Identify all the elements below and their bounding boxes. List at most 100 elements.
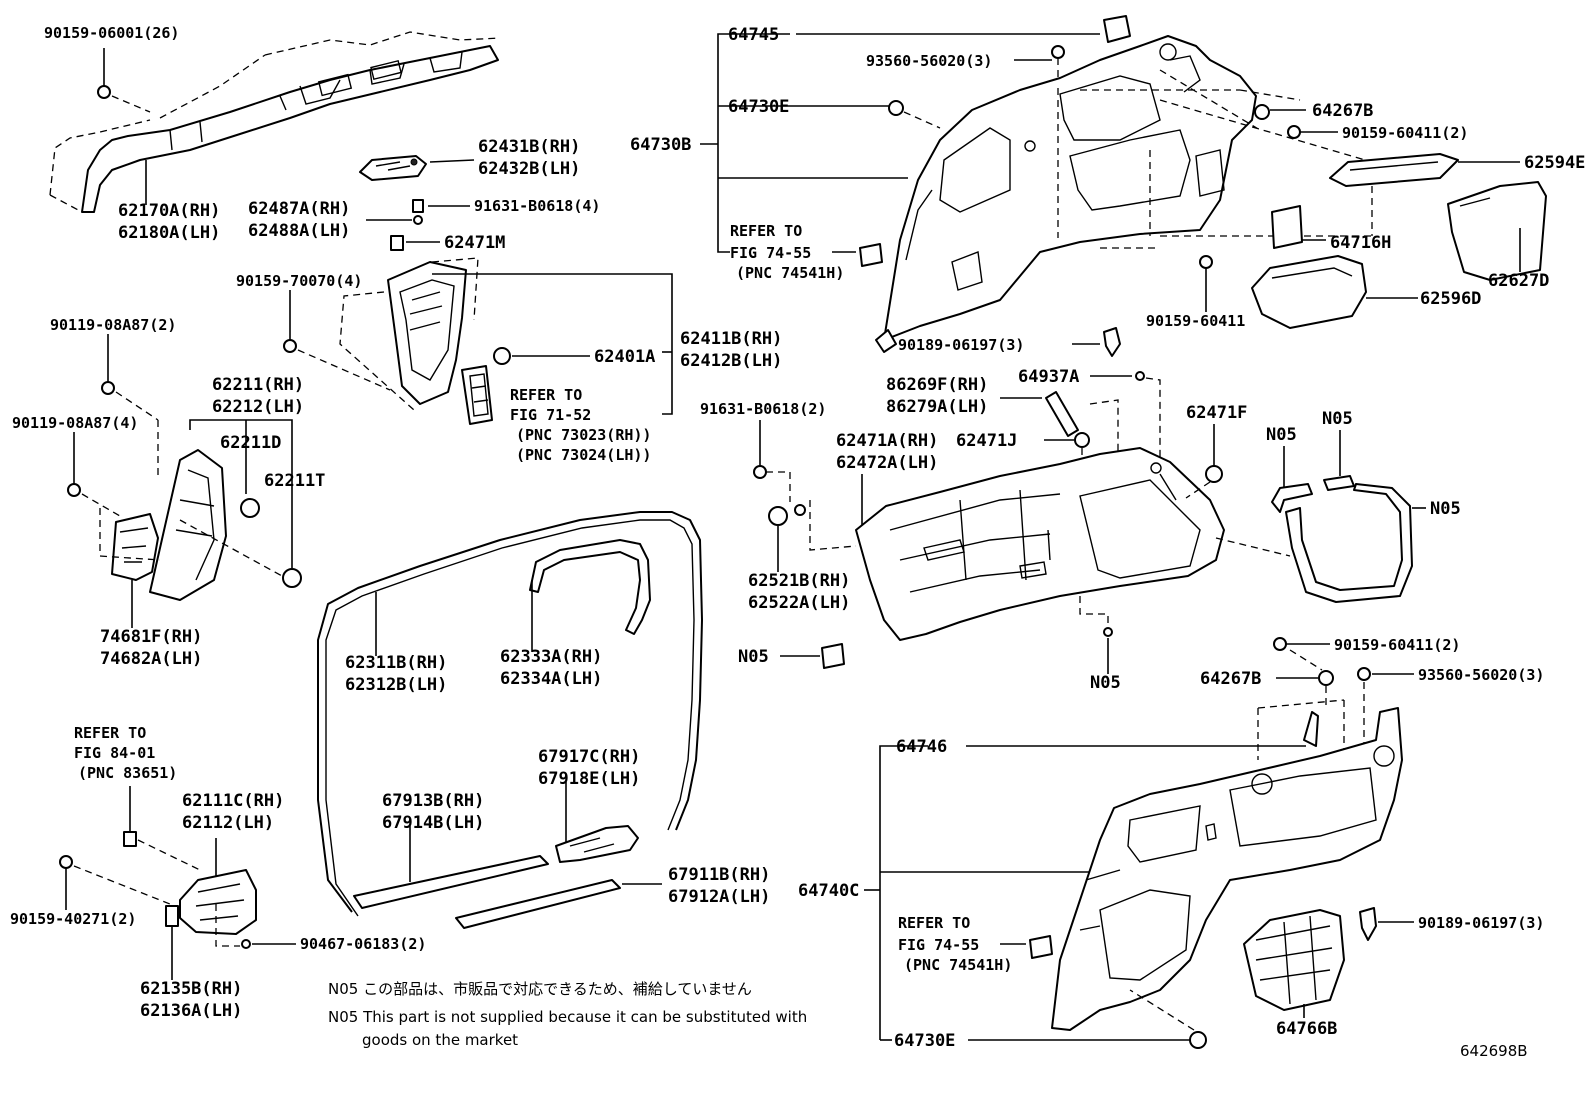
label-64730E-top: 64730E [728,97,789,117]
label-64745: 64745 [728,25,779,45]
label-62471A: 62471A(RH) [836,431,938,451]
label-93560-56020-top: 93560-56020(3) [866,52,992,70]
label-62311B: 62311B(RH) [345,653,447,673]
label-62521B: 62521B(RH) [748,571,850,591]
label-62522A: 62522A(LH) [748,593,850,613]
label-62471F: 62471F [1186,403,1247,423]
ref-fig74top-line1: REFER TO [730,222,802,240]
pad-74541H-top [859,243,883,267]
bracket-74681F [99,508,161,581]
label-74682A: 74682A(LH) [100,649,202,669]
clip-62135B [165,905,179,980]
label-62212: 62212(LH) [212,397,304,417]
label-67911B: 67911B(RH) [668,865,770,885]
weatherstrip-62311B [317,511,703,917]
clip-icon [1014,45,1065,86]
label-64937A: 64937A [1018,367,1079,387]
label-90159-60411-top: 90159-60411(2) [1342,124,1468,142]
speaker-grille-86269F [1045,391,1079,437]
label-91631-B0618-4: 91631-B0618(4) [474,197,600,215]
label-90159-40271: 90159-40271(2) [10,910,136,928]
pillar-garnish-62411B [339,257,493,425]
clip-icon [753,420,857,551]
label-86279A: 86279A(LH) [886,397,988,417]
cap-64746 [1303,711,1319,747]
label-62487A: 62487A(RH) [248,199,350,219]
note-jp: N05 この部品は、市販品で対応できるため、補給していません [328,980,752,998]
weatherstrip-62333A [529,539,651,635]
label-N05-e: N05 [1090,673,1121,693]
cowl-trim-62111C [179,869,257,935]
label-90189-06197-top: 90189-06197(3) [898,336,1024,354]
clip-64267B-top [1254,104,1306,120]
window-seal-N05 [1271,475,1413,603]
label-62211: 62211(RH) [212,375,304,395]
tray-62596D [1251,255,1367,329]
label-62401A: 62401A [594,347,655,367]
bolt-icon [1287,125,1338,139]
label-62627D: 62627D [1488,271,1549,291]
ref-fig71-line4: (PNC 73024(LH)) [516,446,651,464]
clip-icon [1359,907,1414,941]
bolt-icon [97,48,151,113]
ref-fig74bot-line3: (PNC 74541H) [904,956,1012,974]
label-N05-a: N05 [1266,425,1297,445]
label-62180A: 62180A(LH) [118,223,220,243]
label-64267B-bot: 64267B [1200,669,1261,689]
scuff-plate-67911B [455,879,621,929]
label-N05-c: N05 [1430,499,1461,519]
clip-62211T [282,568,302,588]
bolt-icon [67,432,121,517]
ref-fig74top-line2: FIG 74-55 [730,244,811,262]
label-62594E: 62594E [1524,153,1585,173]
label-64740C: 64740C [798,881,859,901]
label-90159-60411-mid: 90159-60411 [1146,312,1245,330]
label-62411B: 62411B(RH) [680,329,782,349]
bolt-icon [1199,255,1213,312]
label-64716H: 64716H [1330,233,1391,253]
ref-fig84-line1: REFER TO [74,724,146,742]
pad-74541H-bot [1029,935,1053,959]
label-62432B: 62432B(LH) [478,159,580,179]
label-90119-08A87-4: 90119-08A87(4) [12,414,138,432]
cover-62627D [1447,181,1547,281]
note-en-line1: N05 This part is not supplied because it… [328,1008,807,1026]
scuff-plate-67913B [353,825,639,909]
ref-fig84-line3: (PNC 83651) [78,764,177,782]
label-62488A: 62488A(LH) [248,221,350,241]
label-62135B: 62135B(RH) [140,979,242,999]
label-90159-06001: 90159-06001(26) [44,24,179,42]
label-90119-08A87-2: 90119-08A87(2) [50,316,176,334]
label-64730B: 64730B [630,135,691,155]
clip-62401A [493,347,590,365]
label-90159-70070: 90159-70070(4) [236,272,362,290]
bolt-icon [1273,637,1330,671]
ref-fig84-line2: FIG 84-01 [74,744,155,762]
pillar-62211 [149,449,227,601]
label-67914B: 67914B(LH) [382,813,484,833]
label-62431B: 62431B(RH) [478,137,580,157]
label-62471J: 62471J [956,431,1017,451]
clip-icon [241,939,296,949]
label-62412B: 62412B(LH) [680,351,782,371]
label-62211T: 62211T [264,471,325,491]
label-67913B: 67913B(RH) [382,791,484,811]
ref-fig74bot-line2: FIG 74-55 [898,936,979,954]
label-64746: 64746 [896,737,947,757]
clip-icon [412,199,470,213]
clip-62521B [768,504,806,572]
label-64267B-top: 64267B [1312,101,1373,121]
note-en-line2: goods on the market [362,1031,518,1049]
label-90189-06197-bot: 90189-06197(3) [1418,914,1544,932]
label-86269F: 86269F(RH) [886,375,988,395]
clip-62471F [1205,465,1223,483]
clip-62471J [1074,432,1090,470]
tray-62594E [1329,153,1459,187]
clip-icon [888,100,941,129]
quarter-trim-64740C [1051,707,1403,1031]
quarter-trim-64730B [875,35,1257,353]
label-N05-d: N05 [738,647,769,667]
ref-fig71-line2: FIG 71-52 [510,406,591,424]
clip-64730E-bot [1129,989,1207,1049]
label-74681F: 74681F(RH) [100,627,202,647]
